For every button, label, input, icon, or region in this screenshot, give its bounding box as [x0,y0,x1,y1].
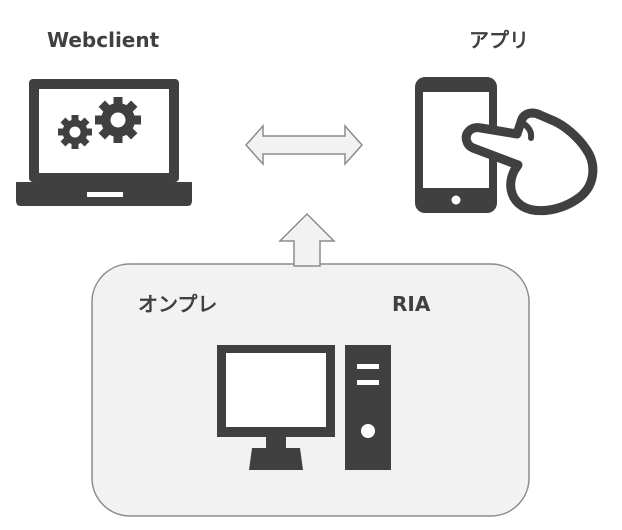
smartphone-tap-icon [415,77,598,216]
laptop-gears-icon [16,79,192,206]
ria-label: RIA [392,292,431,316]
up-arrow-icon [278,212,336,267]
on-premise-label: オンプレ [138,292,218,316]
app-label: アプリ [469,28,529,52]
desktop-pc-icon [217,345,391,470]
webclient-label: Webclient [47,28,160,52]
double-arrow-icon [244,124,364,166]
